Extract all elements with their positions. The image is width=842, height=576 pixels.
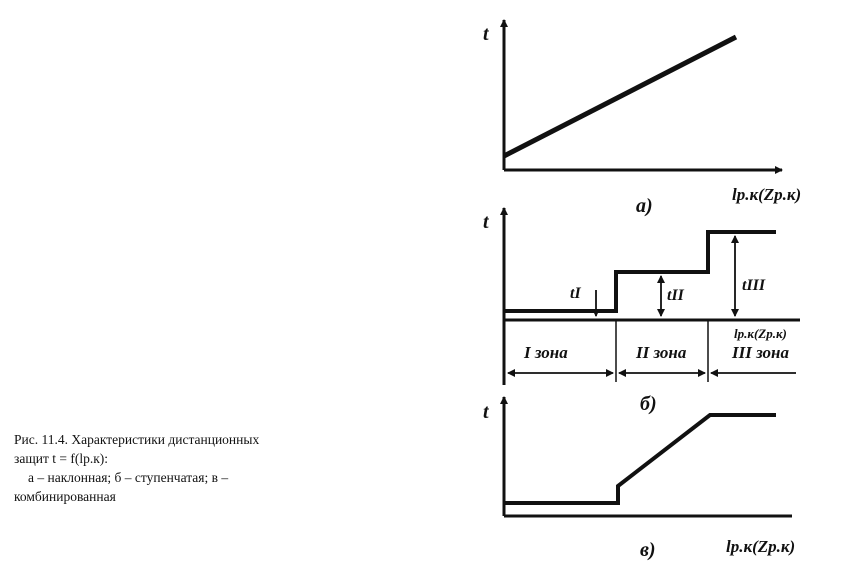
caption-line-1: Рис. 11.4. Характеристики дистанционных xyxy=(14,432,260,447)
graph-b-zone-1-label: I зона xyxy=(523,343,568,362)
graph-b-tag: б) xyxy=(640,393,657,415)
graph-b-x-label: lр.к(Zр.к) xyxy=(734,326,787,341)
graph-b-t2-label: tII xyxy=(667,287,685,304)
graph-b-t3-label: tIII xyxy=(742,277,766,294)
caption-line-2: защит t = f(lр.к): xyxy=(14,451,109,466)
graph-b-zone-2-label: II зона xyxy=(635,343,687,362)
graph-a-y-label: t xyxy=(483,23,490,45)
graph-c-combined-line xyxy=(504,413,776,505)
graph-b-y-label: t xyxy=(483,211,490,233)
graph-c-tag: в) xyxy=(640,539,656,561)
graph-a-x-label: lр.к(Zр.к) xyxy=(732,185,801,204)
graph-c: t lр.к(Zр.к) в) xyxy=(483,396,795,561)
graph-b-t1-label: tI xyxy=(570,285,581,302)
graph-c-y-label: t xyxy=(483,401,490,423)
graph-a-tag: а) xyxy=(636,195,653,217)
caption-line-4: комбинированная xyxy=(14,489,116,504)
caption-line-3: а – наклонная; б – ступенчатая; в – xyxy=(28,470,229,485)
graph-a-inclined-line xyxy=(502,34,738,159)
graph-c-x-label: lр.к(Zр.к) xyxy=(726,537,795,556)
graph-b: t tI tII tIII lр.к(Zр.к) I зона II зона … xyxy=(483,207,800,415)
figure-caption: Рис. 11.4. Характеристики дистанционных … xyxy=(14,430,444,506)
graph-a: t lр.к(Zр.к) а) xyxy=(483,19,801,217)
graph-b-zone-3-label: III зона xyxy=(731,343,789,362)
